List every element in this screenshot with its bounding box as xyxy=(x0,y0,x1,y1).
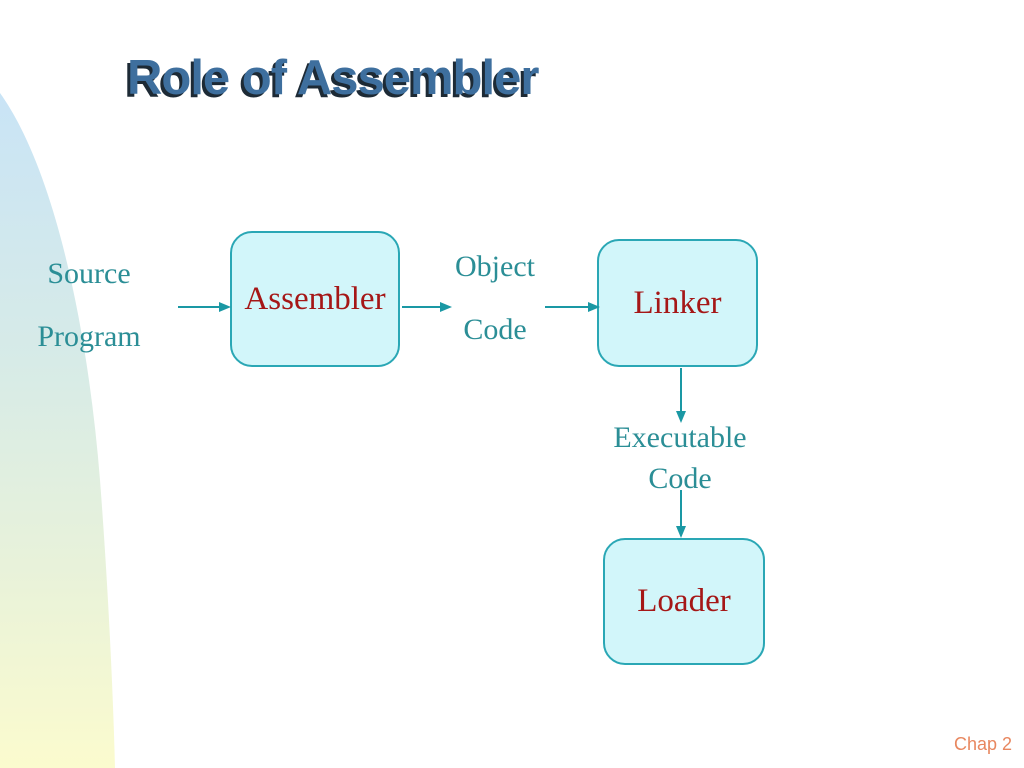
label-line: Source xyxy=(47,257,131,290)
node-label: Loader xyxy=(637,583,731,619)
label-line: Object xyxy=(455,250,535,283)
label-line: Code xyxy=(463,313,527,346)
node-label: Assembler xyxy=(244,280,386,317)
node-assembler: Assembler xyxy=(230,231,400,367)
node-loader: Loader xyxy=(603,538,765,665)
label-executable-code: Executable Code xyxy=(595,417,765,499)
label-line: Executable xyxy=(613,421,747,454)
label-source-program: Source Program xyxy=(14,242,164,368)
label-line: Code xyxy=(648,462,712,495)
label-object-code: Object Code xyxy=(428,235,562,361)
node-linker: Linker xyxy=(597,239,758,367)
page-label: Chap 2 xyxy=(953,734,1012,754)
slide-title: Role of Assembler xyxy=(127,51,539,105)
label-line: Program xyxy=(37,320,141,353)
node-label: Linker xyxy=(633,284,722,321)
